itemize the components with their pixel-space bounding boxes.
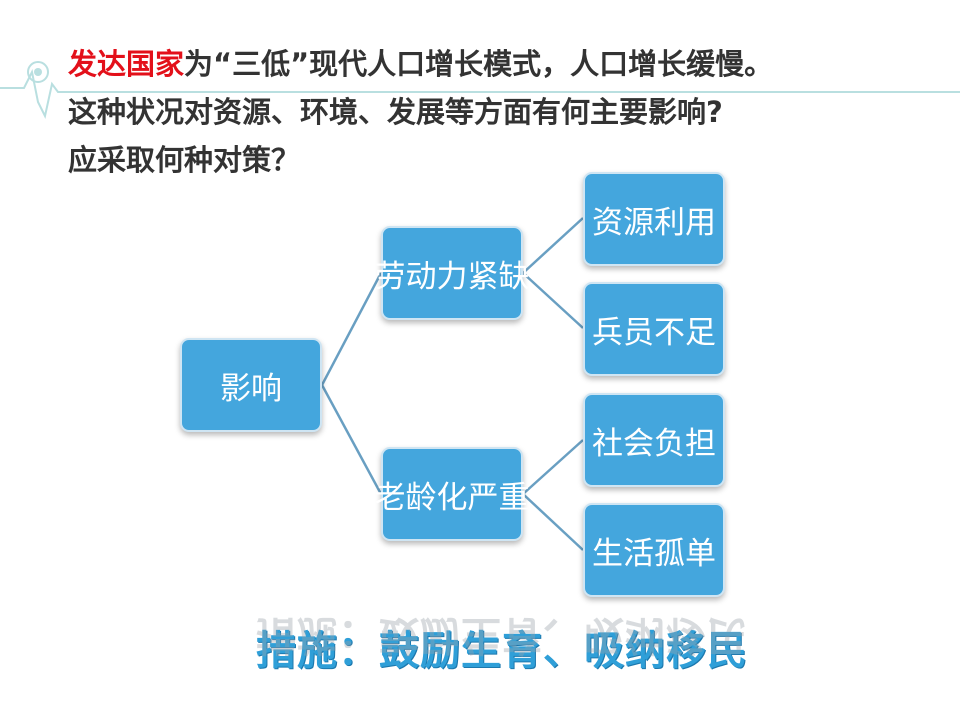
branch-node-labor-shortage: 劳动力紧缺 (375, 226, 530, 320)
question-line-3: 应采取何种对策？ (68, 143, 301, 177)
connector-branch1-leaf1 (522, 217, 584, 274)
question-line-1-rest: 为“三低”现代人口增长模式，人口增长缓慢。 (184, 47, 774, 81)
leaf-node-resource-use: 资源利用 (583, 172, 725, 266)
connector-root-branch1 (320, 272, 383, 386)
highlight-developed-countries: 发达国家 (68, 47, 185, 81)
connector-branch1-leaf2 (522, 272, 584, 329)
measures-text: 措施：鼓励生育、吸纳移民 措施：鼓励生育、吸纳移民 (256, 612, 748, 708)
connector-branch2-leaf1 (522, 439, 584, 495)
measures-reflection: 措施：鼓励生育、吸纳移民 (256, 612, 748, 658)
leaf-node-loneliness: 生活孤单 (583, 503, 725, 597)
branch-node-aging: 老龄化严重 (375, 447, 530, 541)
leaf-node-troop-shortage: 兵员不足 (583, 282, 725, 376)
tree-root-node: 影响 (180, 338, 322, 432)
leaf-node-social-burden: 社会负担 (583, 393, 725, 487)
connector-branch2-leaf2 (522, 493, 584, 551)
connector-root-branch2 (320, 384, 383, 495)
question-line-1: 发达国家为“三低”现代人口增长模式，人口增长缓慢。 (68, 40, 948, 88)
question-line-2: 这种状况对资源、环境、发展等方面有何主要影响? (68, 95, 723, 129)
question-text: 发达国家为“三低”现代人口增长模式，人口增长缓慢。 这种状况对资源、环境、发展等… (68, 40, 948, 184)
measures-label: 措施：鼓励生育、吸纳移民 (256, 628, 748, 674)
